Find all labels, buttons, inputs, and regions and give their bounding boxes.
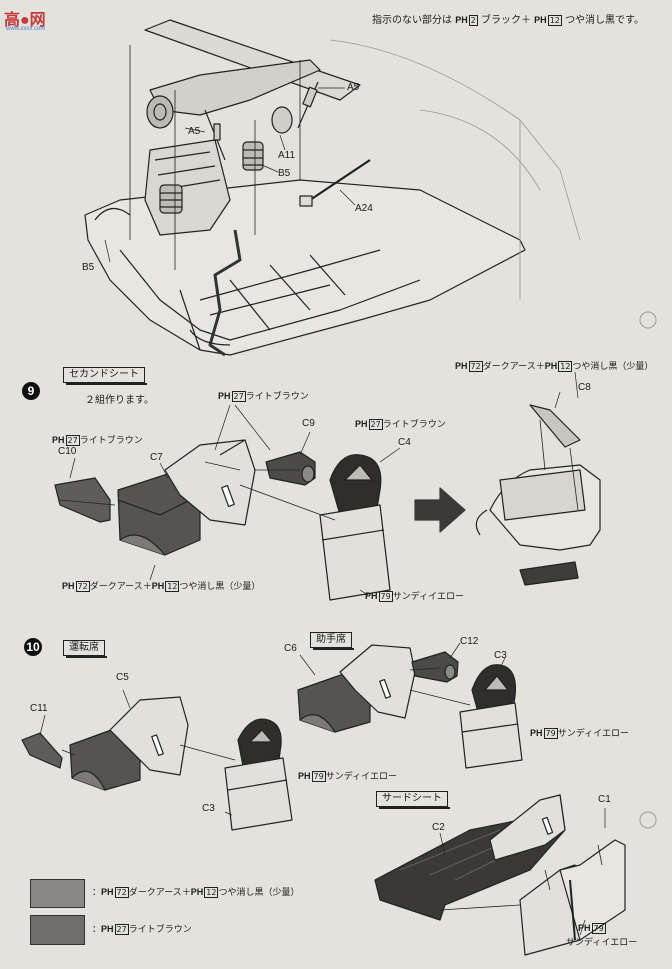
step-title-passenger: 助手席 xyxy=(310,632,354,650)
step-note: ２組作ります。 xyxy=(85,395,154,406)
chassis-drawing xyxy=(84,19,581,357)
part-label-c5: C5 xyxy=(116,672,129,683)
part-label-c7: C7 xyxy=(150,452,163,463)
paint-code: PH xyxy=(534,15,547,25)
part-label-c3: C3 xyxy=(494,650,507,661)
part-label-a24: A24 xyxy=(355,203,373,214)
part-label-c2: C2 xyxy=(432,822,445,833)
part-label-c8: C8 xyxy=(578,382,591,393)
watermark-sub: www.xxxx.com xyxy=(6,26,46,32)
step-title-third: サードシート xyxy=(376,791,450,809)
step-number: 9 xyxy=(22,382,40,400)
part-label-c6: C6 xyxy=(284,643,297,654)
step-title-driver: 運転席 xyxy=(63,640,107,658)
legend-swatch-light-brown xyxy=(30,915,85,945)
part-label-c4: C4 xyxy=(398,437,411,448)
part-label-a5: A5 xyxy=(188,126,201,137)
site-watermark-logo: 高●网 xyxy=(4,6,46,30)
step9-drawing xyxy=(54,371,601,601)
legend-swatch-dark-earth xyxy=(30,879,85,908)
part-label-b5: B5 xyxy=(278,168,291,179)
watermark-text: 高●网 xyxy=(4,12,46,29)
paint-code: PH xyxy=(455,15,468,25)
part-label-c12: C12 xyxy=(460,636,479,647)
part-label-a11: A11 xyxy=(278,150,296,161)
part-label-a5: A5 xyxy=(347,82,360,93)
step-number: 10 xyxy=(24,638,42,656)
part-label-c1: C1 xyxy=(598,794,611,805)
part-label-c3: C3 xyxy=(202,803,215,814)
step10-driver-drawing xyxy=(21,689,293,831)
paint-callout-name: サンディイエロー xyxy=(566,938,638,948)
step-title: セカンドシート xyxy=(63,367,147,385)
part-label-c9: C9 xyxy=(302,418,315,429)
part-label-c10: C10 xyxy=(58,446,77,457)
step10-passenger-drawing xyxy=(297,642,523,769)
part-label-c11: C11 xyxy=(30,703,48,714)
part-label-b5: B5 xyxy=(82,262,95,273)
step10-third-drawing xyxy=(374,794,626,956)
